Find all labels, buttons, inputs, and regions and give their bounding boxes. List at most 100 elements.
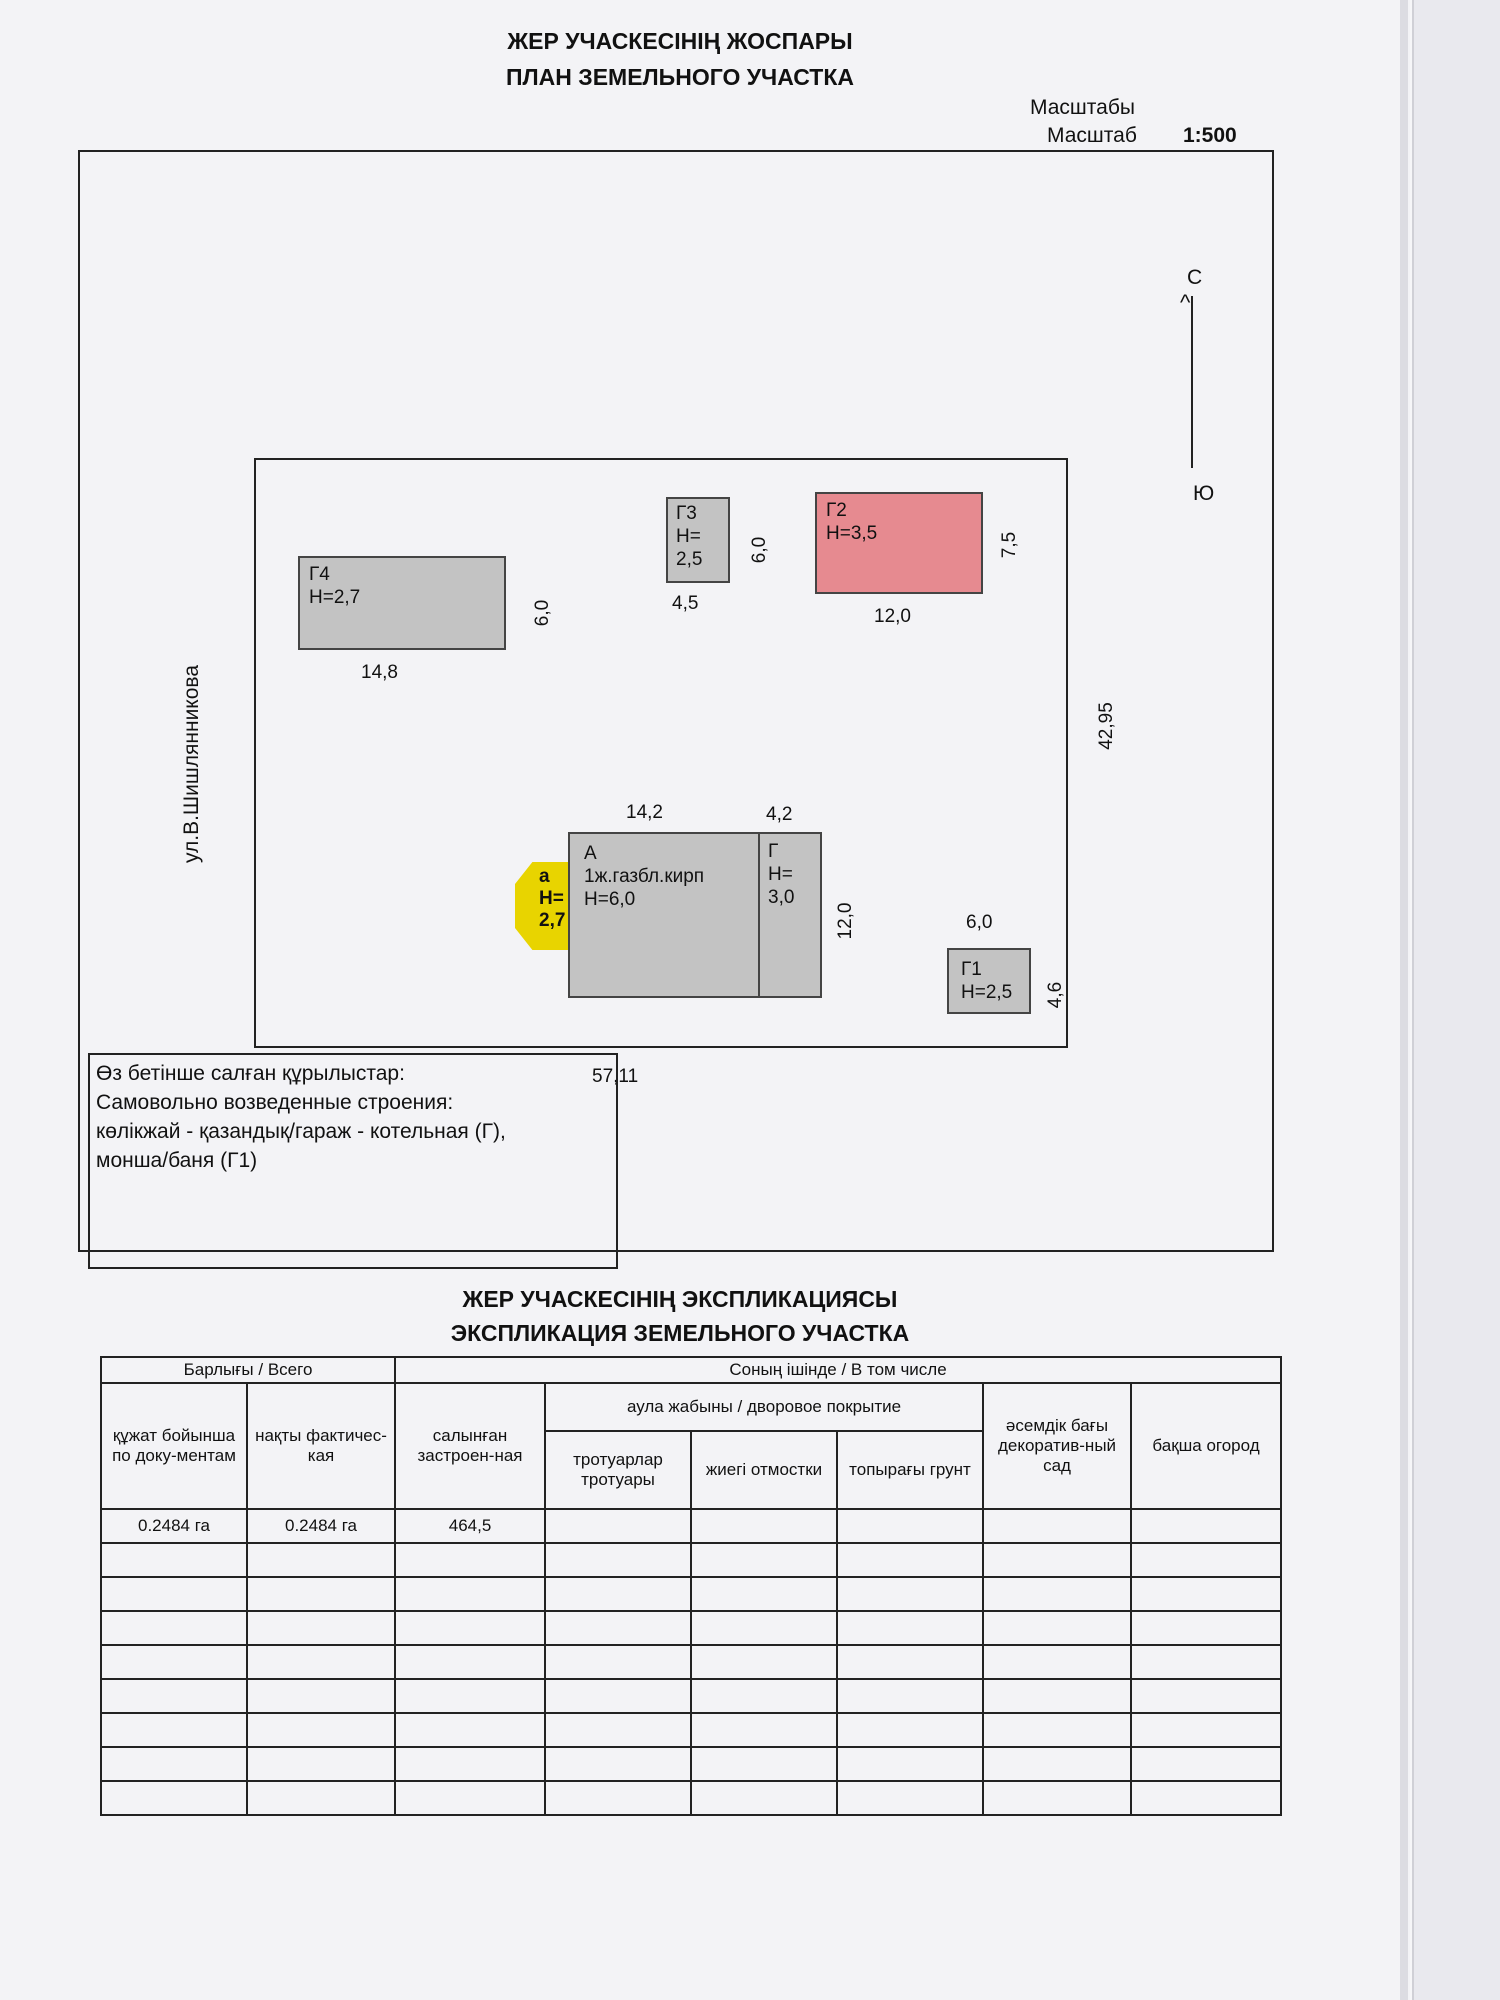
g4-label: Г4 xyxy=(309,564,330,585)
g-width-dim: 4,2 xyxy=(766,804,793,825)
table-cell xyxy=(394,1780,547,1816)
compass-north: С xyxy=(1187,266,1203,289)
table-cell xyxy=(1130,1712,1283,1748)
table-cell xyxy=(544,1746,693,1782)
table-cell xyxy=(544,1780,693,1816)
table-row xyxy=(100,1678,1283,1714)
g1-height: H=2,5 xyxy=(961,982,1013,1003)
table-cell xyxy=(982,1780,1133,1816)
g4-height: H=2,7 xyxy=(309,587,361,608)
g4-width-dim: 14,8 xyxy=(361,662,398,683)
g3-height-value: 2,5 xyxy=(676,549,703,570)
g3-width-dim: 4,5 xyxy=(672,593,699,614)
building-a: А 1ж.газбл.кирп H=6,0 xyxy=(568,832,760,998)
table-cell xyxy=(100,1746,248,1782)
table-cell xyxy=(394,1678,547,1714)
building-g3: Г3 H= 2,5 xyxy=(666,497,730,583)
table-cell xyxy=(690,1746,839,1782)
g-height-value: 3,0 xyxy=(768,887,795,908)
table-cell xyxy=(690,1508,839,1544)
table-cell xyxy=(544,1610,693,1646)
table-cell xyxy=(544,1644,693,1680)
table-row xyxy=(100,1712,1283,1748)
a-material: 1ж.газбл.кирп xyxy=(584,866,705,887)
table-cell xyxy=(100,1644,248,1680)
table-cell xyxy=(982,1644,1133,1680)
table-cell xyxy=(836,1780,985,1816)
table-cell xyxy=(1130,1678,1283,1714)
compass-arrow-icon: ^ xyxy=(1180,290,1191,315)
table-cell xyxy=(836,1746,985,1782)
scale-label-kz: Масштабы xyxy=(1030,96,1135,119)
unauthorized-buildings-note: Өз бетінше салған құрылыстар: Самовольно… xyxy=(88,1053,618,1269)
table-cell xyxy=(1130,1576,1283,1612)
table-cell xyxy=(544,1576,693,1612)
col-decorative-garden: әсемдік бағы декоратив-ный сад xyxy=(982,1382,1133,1510)
plan-title-kz: ЖЕР УЧАСКЕСІНІҢ ЖОСПАРЫ xyxy=(507,28,853,54)
table-cell xyxy=(1130,1542,1283,1578)
explication-title-kz: ЖЕР УЧАСКЕСІНІҢ ЭКСПЛИКАЦИЯСЫ xyxy=(462,1286,898,1312)
table-cell xyxy=(245,1576,397,1612)
table-cell xyxy=(245,1746,397,1782)
table-cell xyxy=(1130,1746,1283,1782)
col-sidewalks: тротуарлар тротуары xyxy=(544,1430,693,1510)
table-row xyxy=(100,1610,1283,1646)
table-cell xyxy=(836,1678,985,1714)
table-cell xyxy=(100,1576,248,1612)
a-height: H=6,0 xyxy=(584,889,636,910)
plan-title-ru: ПЛАН ЗЕМЕЛЬНОГО УЧАСТКА xyxy=(506,64,854,90)
a-height-dim: 12,0 xyxy=(835,902,856,940)
table-cell xyxy=(394,1644,547,1680)
next-page-edge xyxy=(1412,0,1500,2000)
table-cell xyxy=(982,1542,1133,1578)
table-cell xyxy=(544,1542,693,1578)
table-cell xyxy=(544,1712,693,1748)
table-row: 0.2484 га 0.2484 га 464,5 xyxy=(100,1508,1283,1544)
table-cell xyxy=(836,1508,985,1544)
table-cell xyxy=(245,1712,397,1748)
compass-south: Ю xyxy=(1193,482,1215,505)
a-small-height-value: 2,7 xyxy=(539,910,566,931)
col-built-up: салынған застроен-ная xyxy=(394,1382,547,1510)
a-small-height-label: H= xyxy=(539,888,564,909)
g2-height: H=3,5 xyxy=(826,523,878,544)
table-cell xyxy=(836,1644,985,1680)
table-cell xyxy=(544,1508,693,1544)
header-yard-cover: аула жабыны / дворовое покрытие xyxy=(544,1382,985,1432)
table-cell xyxy=(690,1576,839,1612)
table-cell xyxy=(100,1780,248,1816)
page-edge xyxy=(1400,0,1408,2000)
building-g1: Г1 H=2,5 xyxy=(947,948,1031,1014)
table-cell xyxy=(1130,1508,1283,1544)
plot-height-dim: 42,95 xyxy=(1096,702,1117,750)
note-line-2: Самовольно возведенные строения: xyxy=(96,1091,454,1114)
g2-height-dim: 7,5 xyxy=(999,531,1020,559)
table-cell xyxy=(836,1610,985,1646)
plan-outer-frame xyxy=(78,150,1274,1252)
table-cell xyxy=(982,1508,1133,1544)
table-cell xyxy=(245,1678,397,1714)
col-by-documents: құжат бойынша по доку-ментам xyxy=(100,1382,248,1510)
table-cell xyxy=(394,1542,547,1578)
table-cell xyxy=(245,1542,397,1578)
g2-width-dim: 12,0 xyxy=(874,606,911,627)
g4-height-dim: 6,0 xyxy=(532,599,553,627)
col-soil: топырағы грунт xyxy=(836,1430,985,1510)
g2-label: Г2 xyxy=(826,500,847,521)
extension-a: а H= 2,7 xyxy=(515,862,573,950)
table-cell xyxy=(394,1746,547,1782)
plot-width-dim: 57,11 xyxy=(592,1066,639,1087)
g-label: Г xyxy=(768,841,779,862)
table-cell xyxy=(544,1678,693,1714)
col-actual: нақты фактичес-кая xyxy=(245,1382,397,1510)
table-cell xyxy=(100,1712,248,1748)
scale-value: 1:500 xyxy=(1183,124,1237,147)
building-g2: Г2 H=3,5 xyxy=(815,492,983,594)
table-cell xyxy=(1130,1610,1283,1646)
cell-built-area: 464,5 xyxy=(394,1508,547,1544)
table-cell xyxy=(100,1542,248,1578)
table-cell xyxy=(982,1610,1133,1646)
compass-line xyxy=(1191,296,1193,468)
g3-height-label: H= xyxy=(676,526,701,547)
header-total: Барлығы / Всего xyxy=(99,1356,397,1384)
